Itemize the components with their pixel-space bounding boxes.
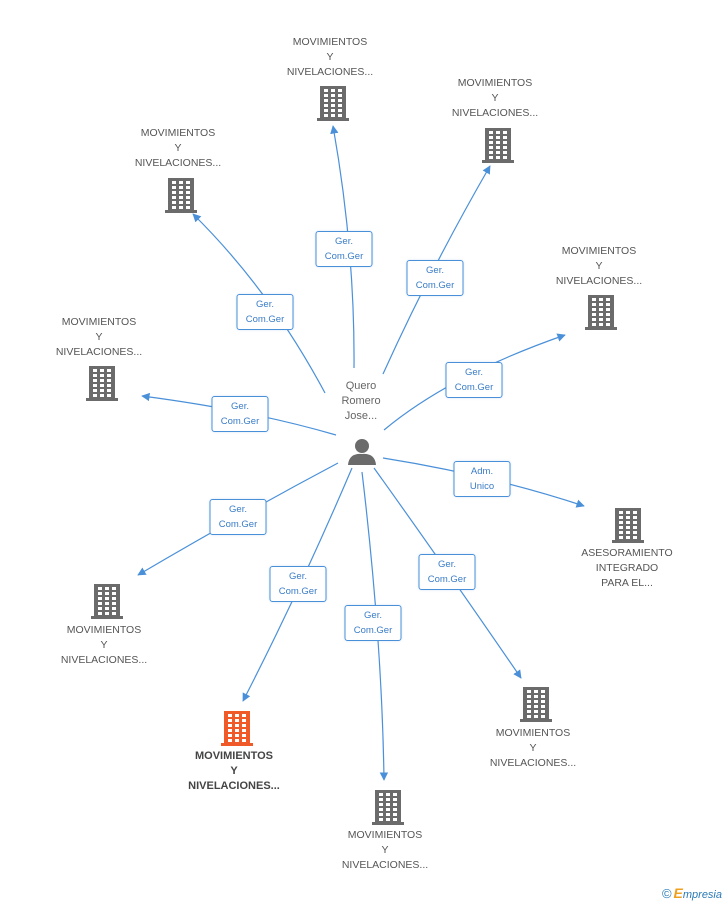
edge-role-label[interactable]: Adm. Unico: [453, 461, 511, 497]
company-name-label[interactable]: MOVIMIENTOS Y NIVELACIONES...: [55, 316, 143, 358]
edge-role-label[interactable]: Ger. Com.Ger: [209, 499, 267, 535]
company-name-label[interactable]: MOVIMIENTOS Y NIVELACIONES...: [134, 127, 222, 169]
company-name-label[interactable]: MOVIMIENTOS Y NIVELACIONES...: [341, 829, 429, 871]
edge-role-label[interactable]: Ger. Com.Ger: [315, 231, 373, 267]
building-icon[interactable]: [317, 86, 349, 121]
company-name-label[interactable]: MOVIMIENTOS Y NIVELACIONES...: [286, 36, 374, 78]
edge-role-label[interactable]: Ger. Com.Ger: [445, 362, 503, 398]
building-icon[interactable]: [482, 128, 514, 163]
building-icon[interactable]: [86, 366, 118, 401]
edge-role-label[interactable]: Ger. Com.Ger: [344, 605, 402, 641]
building-icon[interactable]: [585, 295, 617, 330]
footer-brand: ©Empresia: [662, 885, 722, 901]
company-name-label[interactable]: MOVIMIENTOS Y NIVELACIONES...: [555, 245, 643, 287]
building-icon[interactable]: [372, 790, 404, 825]
person-icon[interactable]: [348, 439, 376, 465]
company-name-label[interactable]: MOVIMIENTOS Y NIVELACIONES...: [188, 750, 280, 792]
copyright-icon: ©: [661, 886, 672, 901]
building-icon[interactable]: [221, 711, 253, 746]
edges-layer: [137, 125, 585, 781]
building-icon[interactable]: [91, 584, 123, 619]
edge-role-label[interactable]: Ger. Com.Ger: [269, 566, 327, 602]
building-icon[interactable]: [612, 508, 644, 543]
company-name-label[interactable]: MOVIMIENTOS Y NIVELACIONES...: [60, 624, 148, 666]
brand-logo-initial: E: [673, 885, 683, 901]
company-name-label[interactable]: ASESORAMIENTO INTEGRADO PARA EL...: [581, 547, 673, 589]
building-icon[interactable]: [165, 178, 197, 213]
nodes-layer: [86, 86, 644, 825]
company-name-label[interactable]: MOVIMIENTOS Y NIVELACIONES...: [489, 727, 577, 769]
edge-role-label[interactable]: Ger. Com.Ger: [406, 260, 464, 296]
building-icon[interactable]: [520, 687, 552, 722]
company-name-label[interactable]: MOVIMIENTOS Y NIVELACIONES...: [451, 77, 539, 119]
person-name-label[interactable]: Quero Romero Jose...: [341, 380, 381, 422]
edge-role-label[interactable]: Ger. Com.Ger: [418, 554, 476, 590]
brand-logo-text: mpresia: [682, 889, 722, 901]
edge-role-label[interactable]: Ger. Com.Ger: [211, 396, 269, 432]
edge-role-label[interactable]: Ger. Com.Ger: [236, 294, 294, 330]
